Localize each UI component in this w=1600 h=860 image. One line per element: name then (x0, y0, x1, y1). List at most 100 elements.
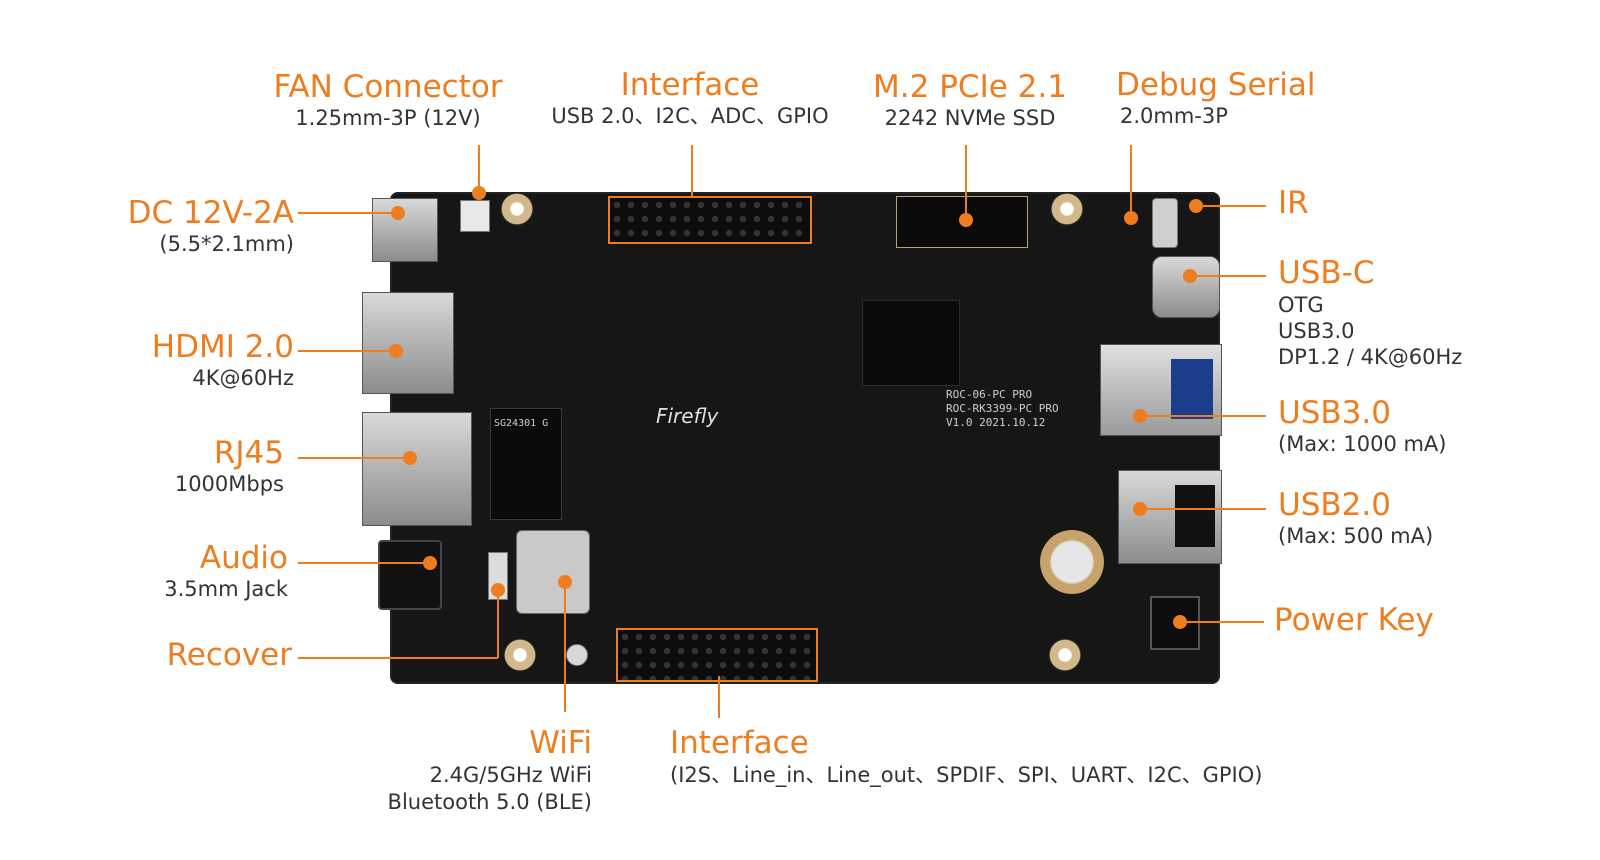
callout-title: Interface (620, 67, 760, 103)
callout-title: Power Key (1274, 602, 1434, 638)
callout-subtitle: 3.5mm Jack (164, 576, 288, 601)
marker-dot (403, 451, 417, 465)
mounting-hole (1048, 638, 1082, 672)
usb2-port (1118, 470, 1222, 564)
usb-c-port (1152, 256, 1220, 318)
leader-line (298, 457, 410, 459)
leader-line (1190, 275, 1266, 277)
marker-dot (472, 186, 486, 200)
callout-subtitle: 1.25mm-3P (12V) (295, 105, 481, 130)
rtc-battery (1040, 530, 1104, 594)
marker-dot (1189, 199, 1203, 213)
marker-dot (1183, 269, 1197, 283)
callout-line: 2.4G/5GHz WiFi (429, 762, 592, 787)
callout-wifi: WiFi 2.4G/5GHz WiFi Bluetooth 5.0 (BLE) (340, 725, 592, 816)
callout-subtitle: (I2S、Line_in、Line_out、SPDIF、SPI、UART、I2C… (670, 762, 1263, 787)
callout-hdmi: HDMI 2.0 4K@60Hz (80, 329, 294, 390)
mounting-hole (503, 638, 537, 672)
marker-dot (491, 583, 505, 597)
leader-line (298, 657, 498, 659)
gpio-header-top (608, 196, 812, 244)
callout-title: USB3.0 (1278, 395, 1391, 431)
callout-line: OTG (1278, 292, 1324, 317)
callout-interface-top: Interface USB 2.0、I2C、ADC、GPIO (540, 67, 840, 128)
callout-debug-serial: Debug Serial 2.0mm-3P (1116, 67, 1316, 128)
audio-jack (378, 540, 442, 610)
callout-recover: Recover (80, 637, 292, 674)
leader-line (718, 676, 720, 718)
callout-title: HDMI 2.0 (151, 329, 294, 365)
callout-subtitle: (Max: 1000 mA) (1278, 431, 1447, 456)
firefly-logo: Firefly (656, 404, 719, 428)
leader-line (691, 145, 693, 197)
board: Firefly ROC-06-PC PRO ROC-RK3399-PC PRO … (362, 192, 1222, 684)
callout-line: USB3.0 (1278, 318, 1355, 343)
callout-subtitle: (5.5*2.1mm) (159, 231, 294, 256)
mounting-hole (500, 192, 534, 226)
leader-line (1180, 621, 1264, 623)
callout-usb-c: USB-C OTG USB3.0 DP1.2 / 4K@60Hz (1278, 255, 1463, 370)
callout-subtitle: 4K@60Hz (192, 365, 294, 390)
leader-line (1140, 508, 1266, 510)
soc-chip (862, 300, 960, 386)
gpio-header-bottom (616, 628, 818, 682)
callout-title: WiFi (529, 725, 592, 761)
callout-title: USB-C (1278, 255, 1375, 291)
callout-m2: M.2 PCIe 2.1 2242 NVMe SSD (860, 69, 1080, 130)
callout-rj45: RJ45 1000Mbps (80, 435, 284, 496)
callout-usb3: USB3.0 (Max: 1000 mA) (1278, 395, 1447, 456)
callout-title: M.2 PCIe 2.1 (873, 69, 1067, 105)
leader-line (298, 562, 430, 564)
leader-line (298, 350, 396, 352)
callout-title: Audio (199, 540, 288, 576)
callout-line: Bluetooth 5.0 (BLE) (387, 789, 592, 814)
marker-dot (391, 206, 405, 220)
leader-line (497, 590, 499, 658)
ir-receiver (1152, 198, 1178, 248)
marker-dot (959, 213, 973, 227)
mounting-hole (1050, 192, 1084, 226)
usb3-port (1100, 344, 1222, 436)
rj45-port (362, 412, 472, 526)
silkscreen-line: ROC-06-PC PRO (946, 388, 1033, 401)
callout-title: Recover (166, 637, 292, 673)
leader-line (1130, 145, 1132, 218)
fan-connector (460, 200, 490, 232)
wifi-module (516, 530, 590, 614)
callout-interface-bottom: Interface (I2S、Line_in、Line_out、SPDIF、SP… (670, 725, 1263, 789)
callout-dc: DC 12V-2A (5.5*2.1mm) (80, 195, 294, 256)
silkscreen-line: ROC-RK3399-PC PRO (946, 402, 1059, 415)
leader-line (298, 212, 398, 214)
callout-subtitle: (Max: 500 mA) (1278, 523, 1434, 548)
callout-usb2: USB2.0 (Max: 500 mA) (1278, 487, 1434, 548)
callout-subtitle: 1000Mbps (174, 471, 284, 496)
callout-audio: Audio 3.5mm Jack (80, 540, 288, 601)
leader-line (965, 145, 967, 220)
callout-title: Interface (670, 725, 809, 761)
callout-ir: IR (1278, 185, 1309, 222)
marker-dot (1173, 615, 1187, 629)
callout-line: DP1.2 / 4K@60Hz (1278, 345, 1463, 370)
leader-line (478, 145, 480, 193)
leader-line (1196, 205, 1266, 207)
callout-title: Debug Serial (1116, 67, 1316, 103)
leader-line (1140, 415, 1266, 417)
hdmi-port (362, 292, 454, 394)
marker-dot (1133, 409, 1147, 423)
callout-power-key: Power Key (1274, 602, 1434, 639)
marker-dot (1133, 502, 1147, 516)
dc-jack (372, 198, 438, 262)
callout-subtitle: 2242 NVMe SSD (884, 105, 1056, 130)
module-label: SG24301 G (494, 418, 549, 429)
callout-fan: FAN Connector 1.25mm-3P (12V) (258, 69, 518, 130)
callout-title: DC 12V-2A (127, 195, 294, 231)
antenna-connector (566, 644, 588, 666)
callout-title: IR (1278, 185, 1309, 221)
silkscreen-line: V1.0 2021.10.12 (946, 416, 1046, 429)
marker-dot (558, 575, 572, 589)
marker-dot (1124, 211, 1138, 225)
callout-title: USB2.0 (1278, 487, 1391, 523)
lan-transformer (490, 408, 562, 520)
marker-dot (389, 344, 403, 358)
marker-dot (423, 556, 437, 570)
